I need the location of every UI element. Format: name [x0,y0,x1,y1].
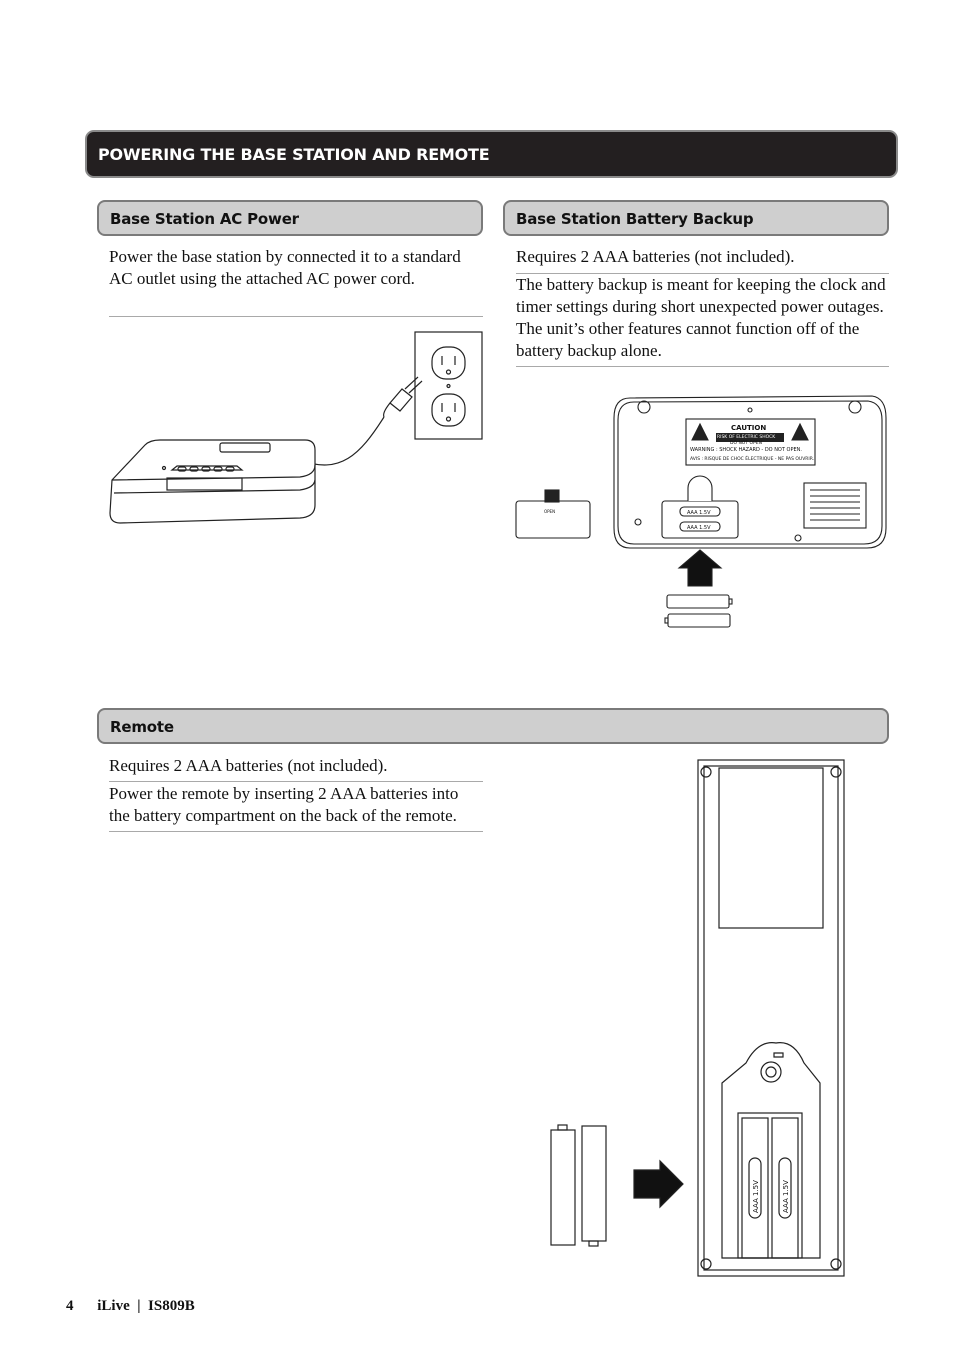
battery-backup-header: Base Station Battery Backup [503,200,889,236]
battery [581,1125,607,1242]
ac-power-illustration [109,331,483,524]
battery [666,594,730,609]
insert-arrow-icon [633,1159,684,1209]
battery-backup-illustration: CAUTION RISK OF ELECTRIC SHOCK DO NOT OP… [515,395,887,628]
insert-arrow-icon [677,549,723,587]
ac-power-heading: Base Station AC Power [110,210,299,228]
speaker-grille [803,482,867,529]
ac-power-header: Base Station AC Power [97,200,483,236]
risk-text: RISK OF ELECTRIC SHOCK [717,434,776,440]
wall-outlet [414,331,483,440]
remote-text: Power the remote by inserting 2 AAA batt… [109,783,483,832]
remote-illustration: AAA 1.5V AAA 1.5V [550,759,845,1277]
open-label: OPEN [544,509,555,514]
battery-backup-text: The battery backup is meant for keeping … [516,274,889,367]
warning-text: WARNING : SHOCK HAZARD - DO NOT OPEN. [690,447,802,453]
battery-backup-requirement: Requires 2 AAA batteries (not included). [516,246,889,274]
base-station-underside [613,395,887,549]
battery-backup-heading: Base Station Battery Backup [516,210,754,228]
page-footer: 4 iLive | IS809B [66,1298,195,1315]
base-station [109,439,316,524]
caution-text: CAUTION [731,424,766,432]
remote-header: Remote [97,708,889,744]
remote-heading: Remote [110,718,174,736]
battery-label: AAA 1.5V [752,1180,760,1213]
remote-requirement: Requires 2 AAA batteries (not included). [109,755,483,782]
remote-battery-compartment [721,1042,821,1259]
battery-label: AAA 1.5V [687,510,711,516]
ac-power-text: Power the base station by connected it t… [109,246,483,317]
footer-brand: iLive | IS809B [97,1298,195,1314]
battery [667,613,731,628]
section-title: POWERING THE BASE STATION AND REMOTE [98,145,490,164]
remote-body [697,759,845,1277]
ac-plug [389,388,413,412]
battery-label: AAA 1.5V [782,1180,790,1213]
battery-cover [515,500,591,539]
battery-label: AAA 1.5V [687,525,711,531]
battery [550,1129,576,1246]
do-not-open-text: DO NOT OPEN [730,440,762,446]
remote-label-area [718,767,824,929]
avis-text: AVIS : RISQUE DE CHOC ÉLECTRIQUE - NE PA… [690,454,814,462]
section-header: POWERING THE BASE STATION AND REMOTE [85,130,898,178]
page-number: 4 [66,1298,74,1314]
